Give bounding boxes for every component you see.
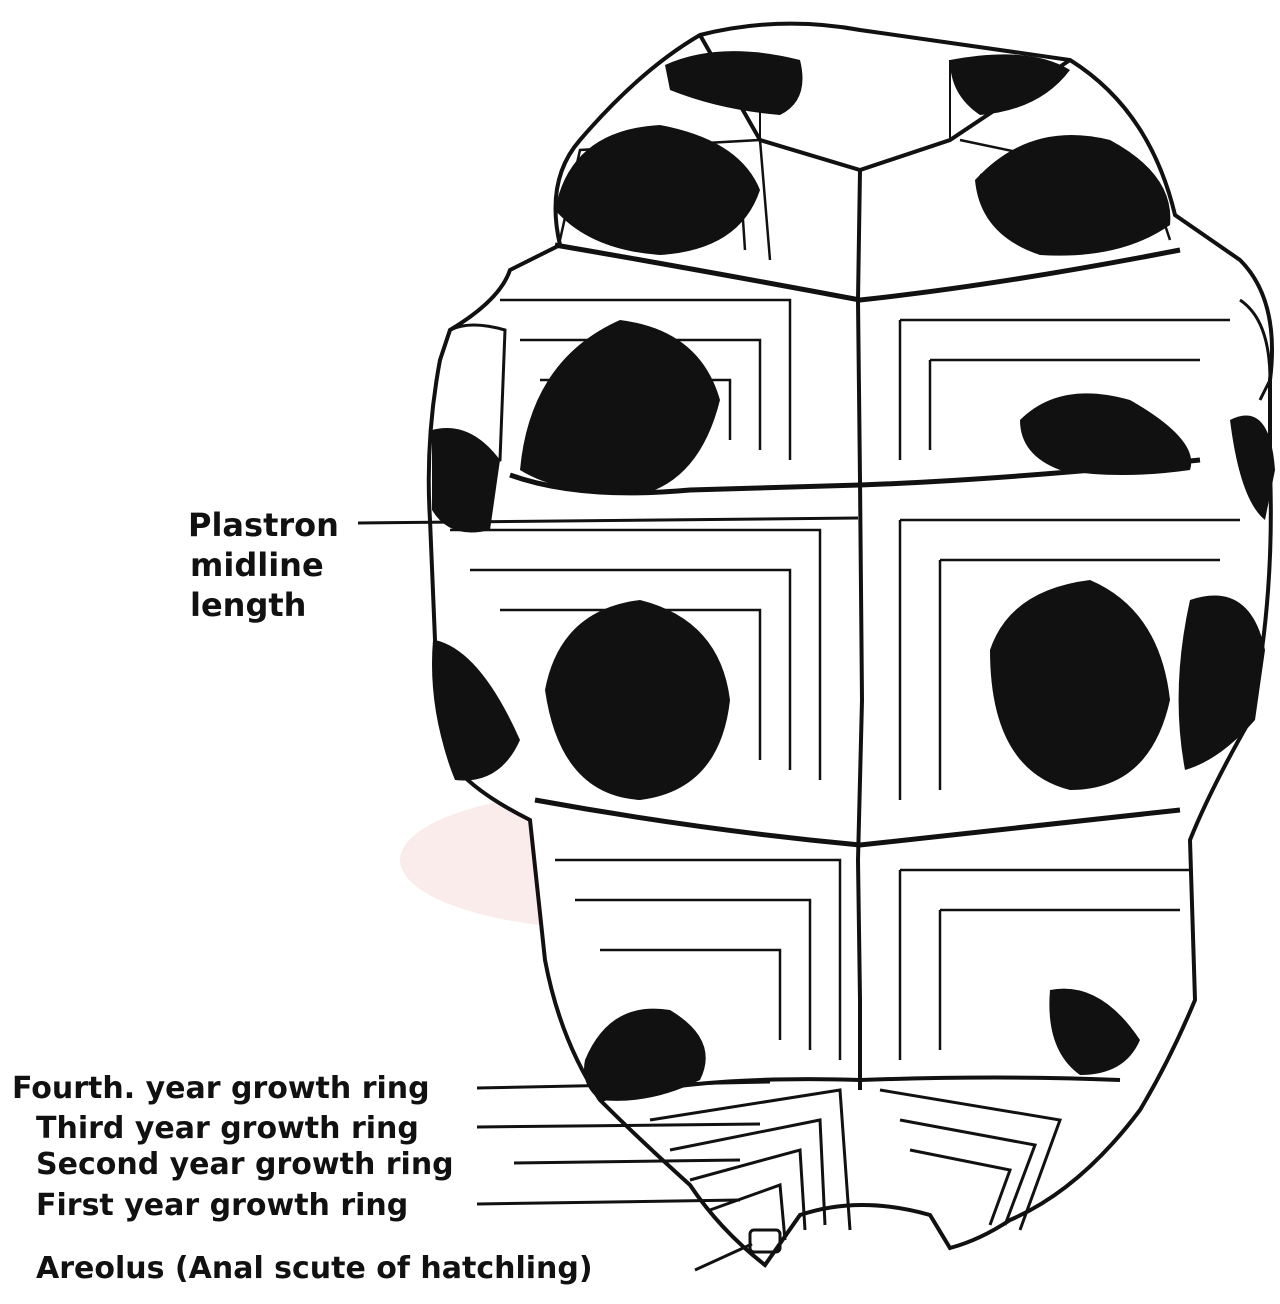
fourth-year-ring-label: Fourth. year growth ring [12, 1074, 430, 1104]
plastron-midline-label-2: midline [190, 549, 324, 581]
first-year-ring-label: First year growth ring [36, 1191, 408, 1221]
third-year-ring-label: Third year growth ring [36, 1114, 419, 1144]
second-year-ring-label: Second year growth ring [36, 1150, 454, 1180]
plastron-midline-label-3: length [190, 589, 306, 621]
plastron-midline-label-1: Plastron [188, 509, 339, 541]
areolus-label: Areolus (Anal scute of hatchling) [36, 1254, 593, 1284]
